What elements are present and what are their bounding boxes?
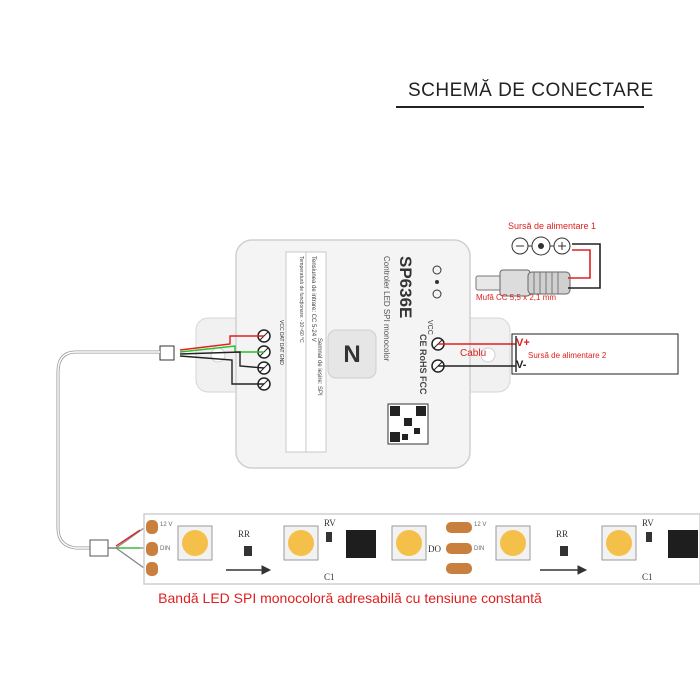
data-direction-arrow [226,565,588,575]
led-chip [601,525,637,561]
pad-voltage-label: 12 V [160,522,172,528]
title-underline [396,106,644,108]
strip-mark: C1 [324,572,335,582]
strip-caption: Bandă LED SPI monocoloră adresabilă cu t… [158,590,542,606]
pad-voltage-label: 12 V [474,522,486,528]
output-label: VCC DAT DAT GND [278,320,284,365]
cable-label: Cablu [460,348,486,359]
spec-voltage: Tensiunea de intrare: CC 5-24 V [310,256,316,342]
strip-pad-vplus [146,520,158,534]
vplus-label: V+ [516,337,530,349]
spec-signal: Semnal de ieșire: SPI [316,338,322,396]
vminus-label: V- [516,359,527,371]
strip-mark: RR [556,529,568,539]
polarity-symbol-icon [511,236,571,256]
led-chip [495,525,531,561]
page-title: SCHEMĂ DE CONECTARE [408,80,654,101]
ic-chip [346,530,376,558]
power2-wires [438,336,517,372]
vcc-label: VCC [426,320,433,335]
led-chip [177,525,213,561]
power1-label: Sursă de alimentare 1 [508,221,596,231]
strip-mark: C1 [642,572,653,582]
logo-letter: N [343,341,360,368]
strip-mark: RR [238,529,250,539]
led-strip: 12 V DIN 12 V DIN RR RV C1 DO RR RV C1 [143,513,700,585]
dc-plug [475,269,571,297]
output-wires [179,335,265,385]
led-chip [391,525,427,561]
pad-din-label: DIN [160,546,170,552]
cert-marks: CE RoHS FCC [418,334,428,395]
controller-subtitle: Controler LED SPI monocolor [382,256,391,362]
cable-connector [159,345,175,361]
ic-chip [668,530,698,558]
mount-hole-right [480,347,496,363]
dc-polarity-icon [432,265,442,299]
led-chip [283,525,319,561]
strip-mark: DO [428,544,441,554]
spec-temp: Temperatură de funcționare: -10~60 °C [298,256,304,343]
controller-model: SP636E [396,256,415,318]
logo-button [327,329,377,379]
strip-pad-gnd [146,562,158,576]
power2-label: Sursă de alimentare 2 [528,351,607,360]
dc-jack-label: Mufă CC 5,5 x 2,1 mm [476,293,556,302]
strip-mark: RV [642,518,654,528]
strip-pad-din [146,542,158,556]
power1-wires [568,243,601,289]
pad-din-label: DIN [474,546,484,552]
controller-box: SP636E Controler LED SPI monocolor CE Ro… [195,239,511,469]
strip-mark: RV [324,518,336,528]
power2-box [511,333,679,375]
